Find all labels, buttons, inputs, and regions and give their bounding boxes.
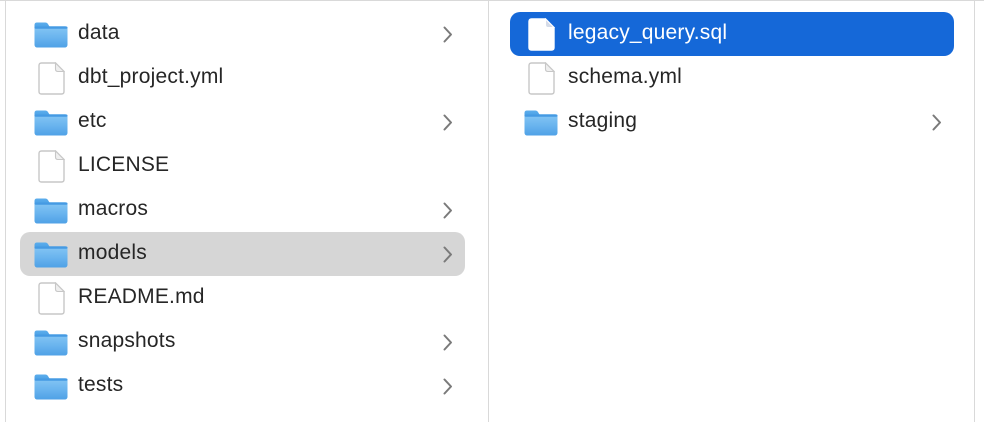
item-label: data	[78, 21, 120, 44]
document-icon	[527, 61, 555, 95]
chevron-right-icon	[932, 114, 941, 130]
folder-icon	[34, 374, 68, 400]
folder-icon	[34, 22, 68, 48]
list-item-readme-md[interactable]: README.md	[20, 276, 465, 320]
list-item-snapshots[interactable]: snapshots	[20, 320, 465, 364]
chevron-right-icon	[443, 114, 452, 130]
list-item-dbt-project-yml[interactable]: dbt_project.yml	[20, 56, 465, 100]
folder-icon	[524, 110, 558, 136]
folder-icon	[34, 330, 68, 356]
item-label: legacy_query.sql	[568, 21, 728, 44]
item-label: snapshots	[78, 329, 176, 352]
chevron-right-icon	[443, 334, 453, 351]
chevron-right-icon	[443, 246, 452, 262]
list-item-staging[interactable]: staging	[510, 100, 954, 144]
chevron-right-icon	[443, 26, 453, 43]
chevron-right-icon	[443, 114, 453, 131]
folder-icon	[34, 242, 68, 268]
finder-column-current: legacy_query.sql schema.yml staging	[489, 1, 975, 422]
item-label: README.md	[78, 285, 205, 308]
list-item-etc[interactable]: etc	[20, 100, 465, 144]
folder-icon	[34, 324, 68, 360]
item-label: models	[78, 241, 147, 264]
chevron-right-icon	[443, 202, 453, 219]
list-item-schema-yml[interactable]: schema.yml	[510, 56, 954, 100]
chevron-right-icon	[443, 26, 452, 42]
column-edge-left	[0, 1, 6, 422]
document-icon	[34, 280, 68, 316]
item-label: tests	[78, 373, 124, 396]
document-icon	[527, 17, 555, 51]
item-label: macros	[78, 197, 149, 220]
item-label: dbt_project.yml	[78, 65, 224, 88]
chevron-right-icon	[932, 114, 942, 131]
folder-icon	[34, 192, 68, 228]
item-label: etc	[78, 109, 107, 132]
finder-column-parent: data dbt_project.yml etc	[6, 1, 489, 422]
chevron-right-icon	[443, 246, 453, 263]
document-icon	[524, 60, 558, 96]
folder-icon	[34, 236, 68, 272]
folder-icon	[524, 104, 558, 140]
folder-icon	[34, 16, 68, 52]
chevron-right-icon	[443, 378, 452, 394]
list-item-data[interactable]: data	[20, 12, 465, 56]
document-icon	[37, 149, 65, 183]
document-icon	[524, 16, 558, 52]
item-label: staging	[568, 109, 638, 132]
folder-icon	[34, 110, 68, 136]
folder-icon	[34, 104, 68, 140]
list-item-license[interactable]: LICENSE	[20, 144, 465, 188]
chevron-right-icon	[443, 334, 452, 350]
item-label: LICENSE	[78, 153, 170, 176]
document-icon	[37, 281, 65, 315]
chevron-right-icon	[443, 378, 453, 395]
list-item-macros[interactable]: macros	[20, 188, 465, 232]
folder-icon	[34, 368, 68, 404]
item-label: schema.yml	[568, 65, 683, 88]
list-item-tests[interactable]: tests	[20, 364, 465, 408]
document-icon	[34, 60, 68, 96]
document-icon	[34, 148, 68, 184]
chevron-right-icon	[443, 202, 452, 218]
folder-icon	[34, 198, 68, 224]
list-item-models[interactable]: models	[20, 232, 465, 276]
list-item-legacy-query-sql[interactable]: legacy_query.sql	[510, 12, 954, 56]
document-icon	[37, 61, 65, 95]
column-edge-right	[975, 1, 984, 422]
